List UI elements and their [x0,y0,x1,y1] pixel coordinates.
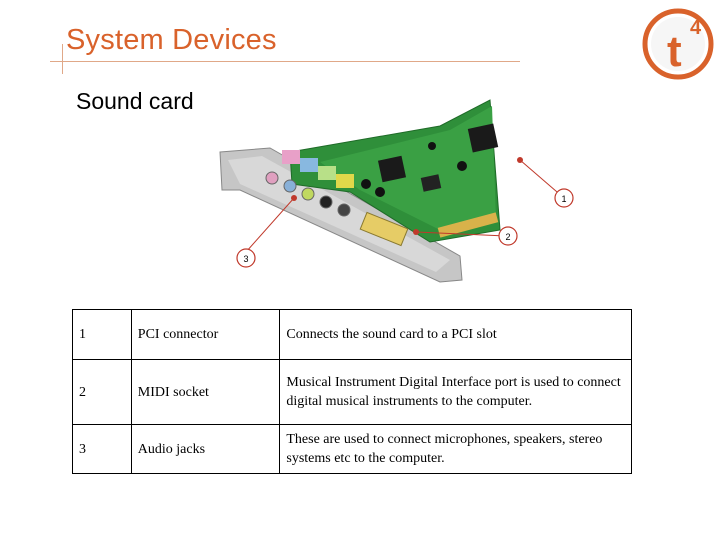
row-number: 3 [72,424,132,474]
audio-jack [300,158,318,172]
component-description: Connects the sound card to a PCI slot [279,309,632,360]
chip [377,155,407,183]
logo-superscript: 4 [690,17,702,39]
audio-jack [282,150,300,164]
component-name: PCI connector [130,309,281,360]
title-rule-horizontal [50,61,520,62]
component-description: These are used to connect microphones, s… [279,424,632,474]
chip [467,123,499,153]
callout-3: 3 [236,248,256,268]
audio-jack [318,166,336,180]
svg-text:1: 1 [561,194,566,204]
slide-subtitle: Sound card [76,88,194,114]
component-table: 1 PCI connector Connects the sound card … [72,309,632,474]
svg-text:3: 3 [243,254,248,264]
component-name: MIDI socket [130,359,281,425]
callout-1: 1 [554,188,574,208]
audio-jack [336,174,354,188]
pci-connector [437,212,499,238]
slide-title: System Devices [66,24,277,56]
table-row: 2 MIDI socket Musical Instrument Digital… [72,359,632,425]
svg-text:2: 2 [505,232,510,242]
row-number: 2 [72,359,132,425]
title-rule-vertical [62,44,63,74]
midi-socket [359,211,409,247]
component-name: Audio jacks [130,424,281,474]
component-description: Musical Instrument Digital Interface por… [279,359,632,425]
sound-card-image: 1 2 3 [219,99,574,283]
t4-logo-icon: t 4 [642,8,714,80]
table-row: 1 PCI connector Connects the sound card … [72,309,632,360]
table-row: 3 Audio jacks These are used to connect … [72,424,632,474]
logo-letter: t [667,27,682,76]
callout-2: 2 [498,226,518,246]
row-number: 1 [72,309,132,360]
